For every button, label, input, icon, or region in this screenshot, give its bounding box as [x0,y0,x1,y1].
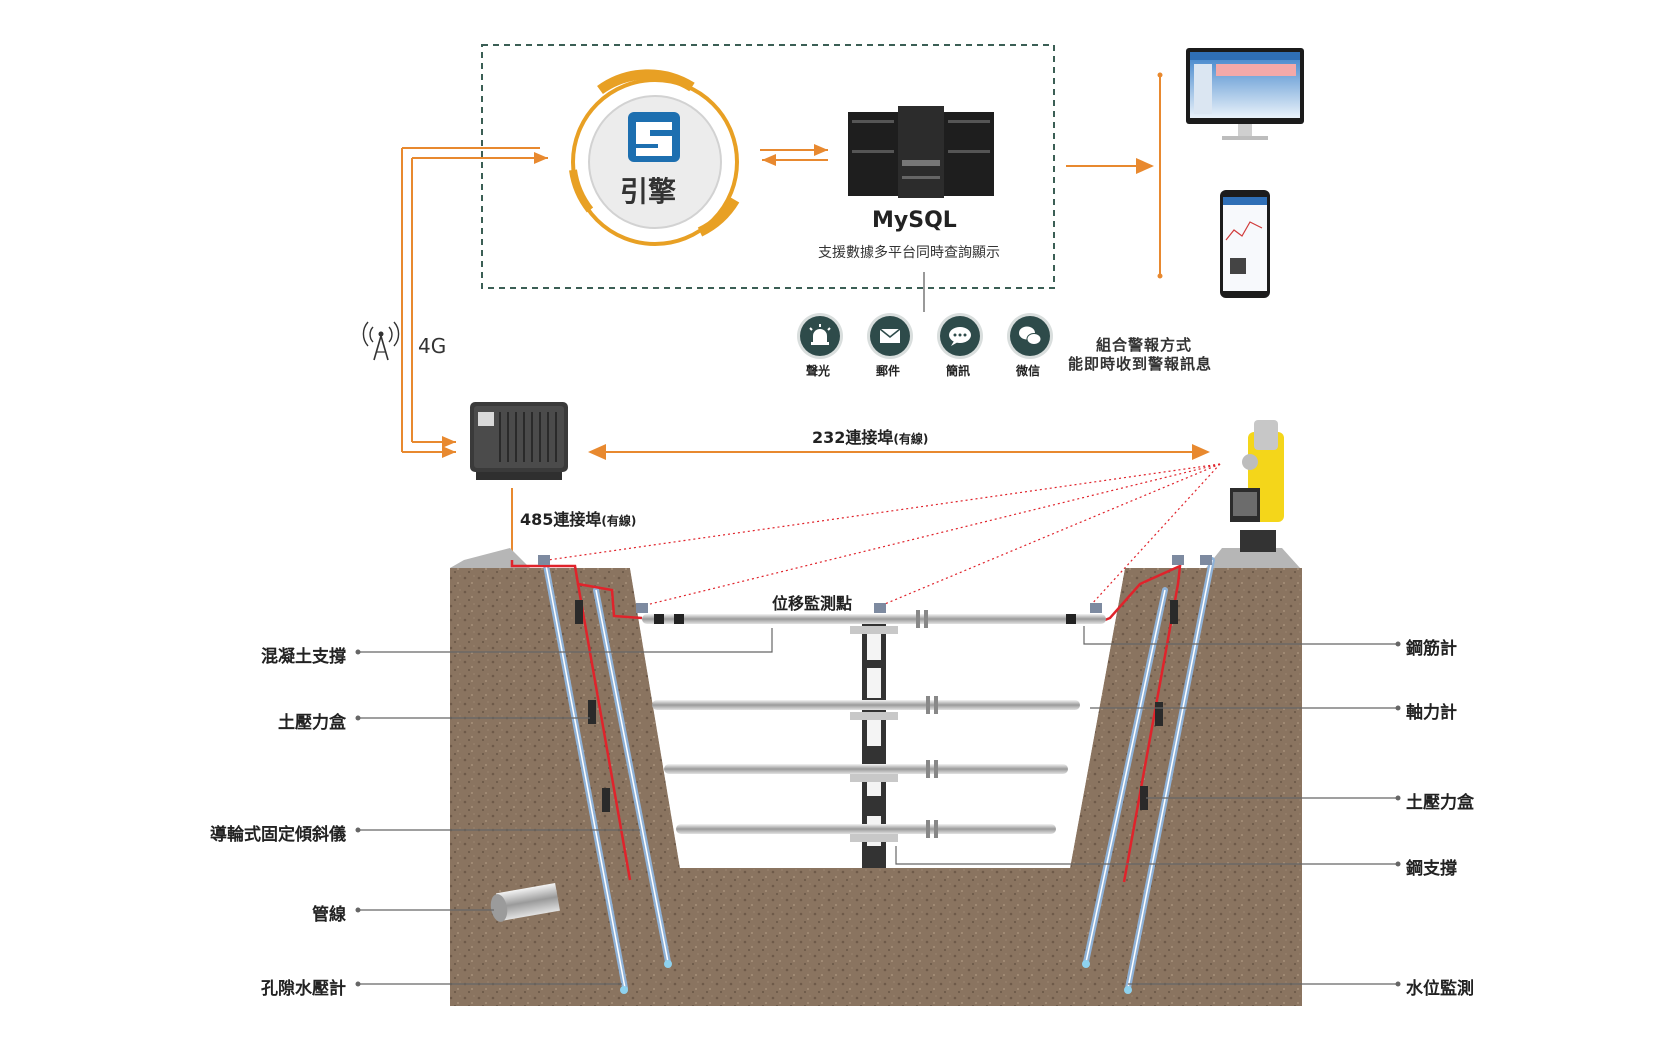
mail-icon [870,316,910,356]
desktop-monitor-icon [1186,48,1304,140]
left-label-earth-pressure-cell: 土壓力盒 [278,713,346,733]
left-callout-lines [358,628,773,985]
sms-icon [940,316,980,356]
soil-cross-section [450,568,1302,1006]
left-label-inclinometer: 導輪式固定傾斜儀 [210,825,346,845]
rs485-label: 485連接埠(有線) [520,506,636,530]
alarm-note-line1: 組合警報方式 [1096,336,1193,354]
total-station-icon [1230,420,1284,552]
network-4g-label: 4G [418,334,447,358]
wechat-icon [1010,316,1050,356]
alarm-label-wechat: 微信 [1016,364,1041,378]
alarm-label-mail: 郵件 [876,364,901,378]
rs485-sub: (有線) [601,514,637,528]
left-label-pipeline: 管線 [312,905,346,925]
alarm-light-icon [800,316,840,356]
rs232-main: 232連接埠 [812,428,894,447]
mysql-subtitle: 支援數據多平台同時查詢顯示 [818,245,1000,261]
mysql-server-icon [848,106,994,198]
datalogger-device [470,402,568,480]
signal-cable [510,560,1182,883]
right-label-earth-pressure-cell: 土壓力盒 [1406,793,1474,813]
rs485-main: 485連接埠 [520,510,602,529]
alarm-item-mail: 郵件 [866,316,914,378]
left-label-concrete-strut: 混凝土支撐 [261,647,346,667]
engine-label: 引擎 [620,175,677,208]
right-label-water-level: 水位監測 [1406,979,1474,999]
cloud-platform-box [481,44,1055,289]
alarm-label-sms: 簡訊 [946,364,971,378]
alarm-note-line2: 能即時收到警報訊息 [1068,355,1213,373]
right-callout-lines [895,626,1398,985]
engine-logo [569,69,740,246]
right-label-rebar-meter: 鋼筋計 [1406,639,1457,659]
alarm-item-sound-light: 聲光 [796,316,844,378]
mysql-title: MySQL [872,208,957,233]
struts [642,610,1106,838]
right-label-axial-force-meter: 軸力計 [1406,703,1457,723]
mobile-phone-icon [1220,190,1270,298]
alarm-item-wechat: 微信 [1006,316,1054,378]
buried-pipeline [490,883,560,922]
alarm-item-sms: 簡訊 [936,316,984,378]
rs232-label: 232連接埠(有線) [812,424,928,448]
cell-tower-icon [362,321,400,361]
rs232-sub: (有線) [893,432,929,446]
left-label-piezometer: 孔隙水壓計 [261,979,346,999]
alarm-label-sound-light: 聲光 [806,364,831,378]
laser-sight-lines [547,463,1221,607]
right-label-steel-strut: 鋼支撐 [1406,859,1457,879]
displacement-point-label: 位移監測點 [772,594,853,613]
